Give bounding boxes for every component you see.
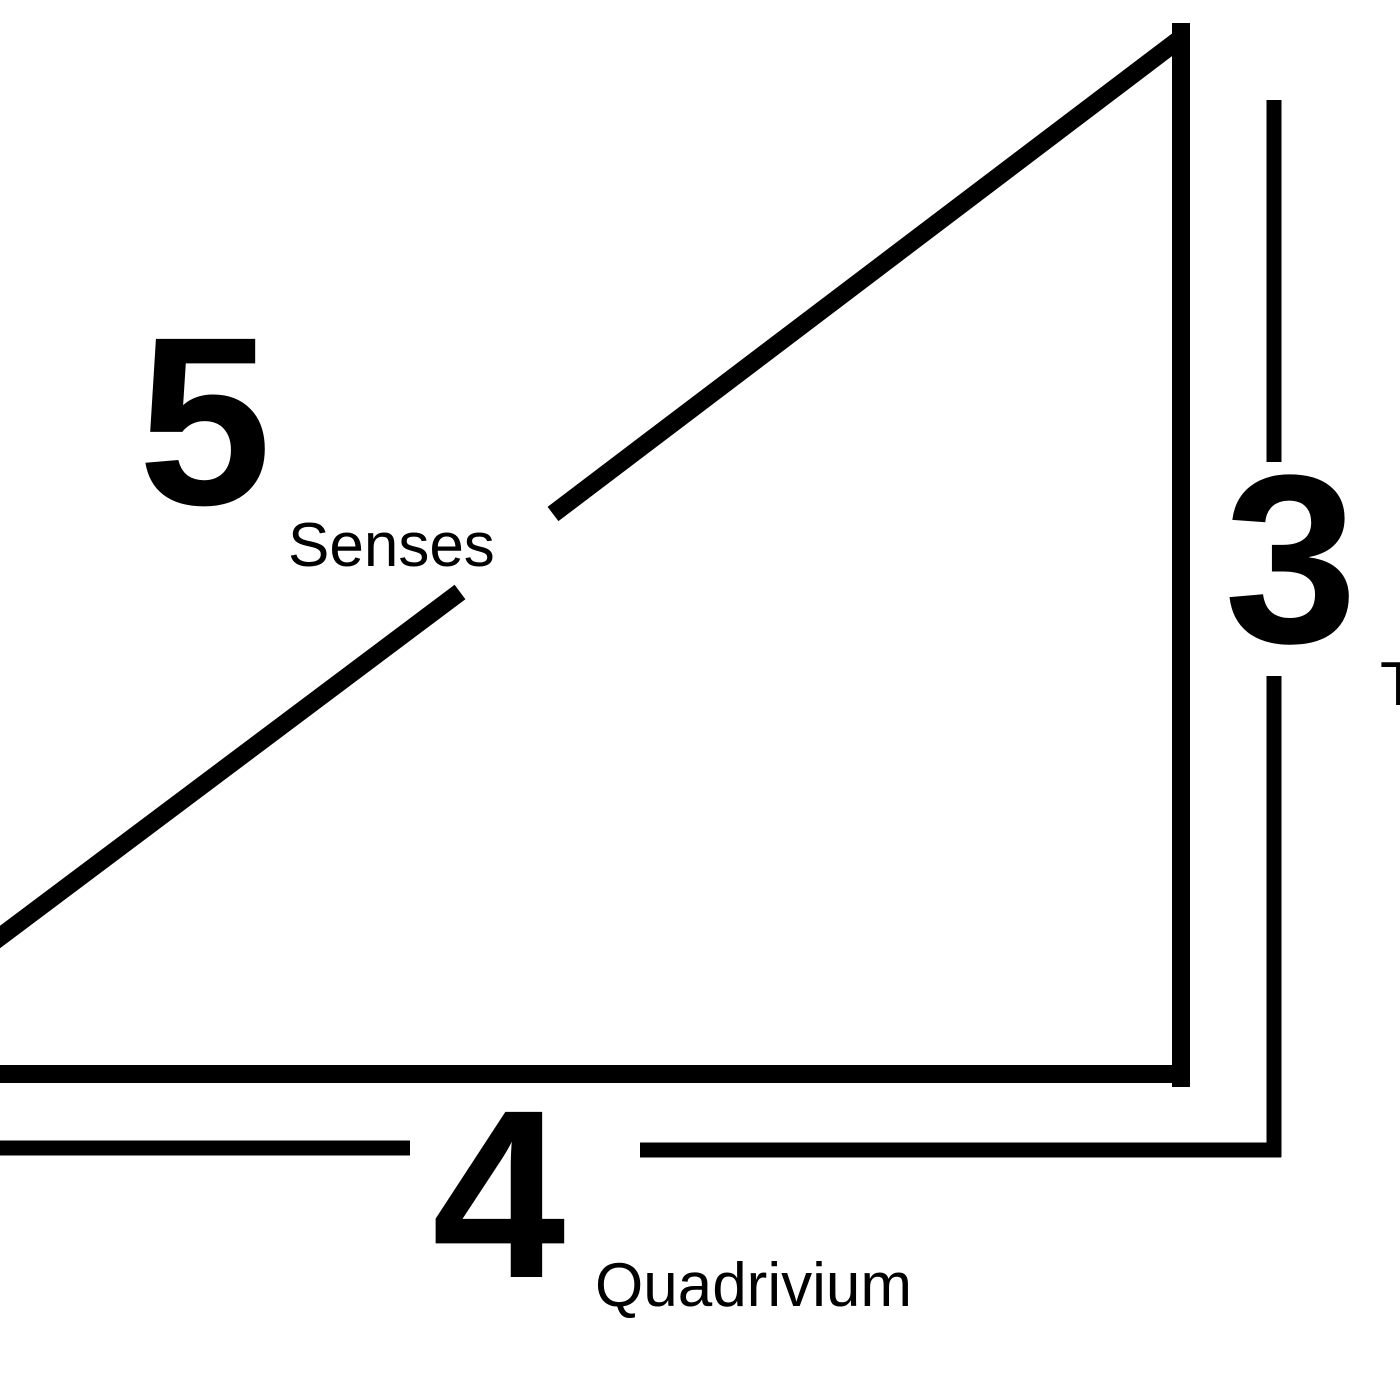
horizontal-label: Quadrivium <box>595 1251 912 1320</box>
hypotenuse-label: Senses <box>288 511 495 580</box>
hypotenuse-lower-segment <box>0 584 466 949</box>
horizontal-number: 4 <box>432 1060 565 1328</box>
vertical-label: T <box>1380 650 1400 719</box>
vertical-number: 3 <box>1224 425 1357 693</box>
hypotenuse-number: 5 <box>138 287 271 555</box>
hypotenuse-upper-segment <box>547 30 1187 522</box>
